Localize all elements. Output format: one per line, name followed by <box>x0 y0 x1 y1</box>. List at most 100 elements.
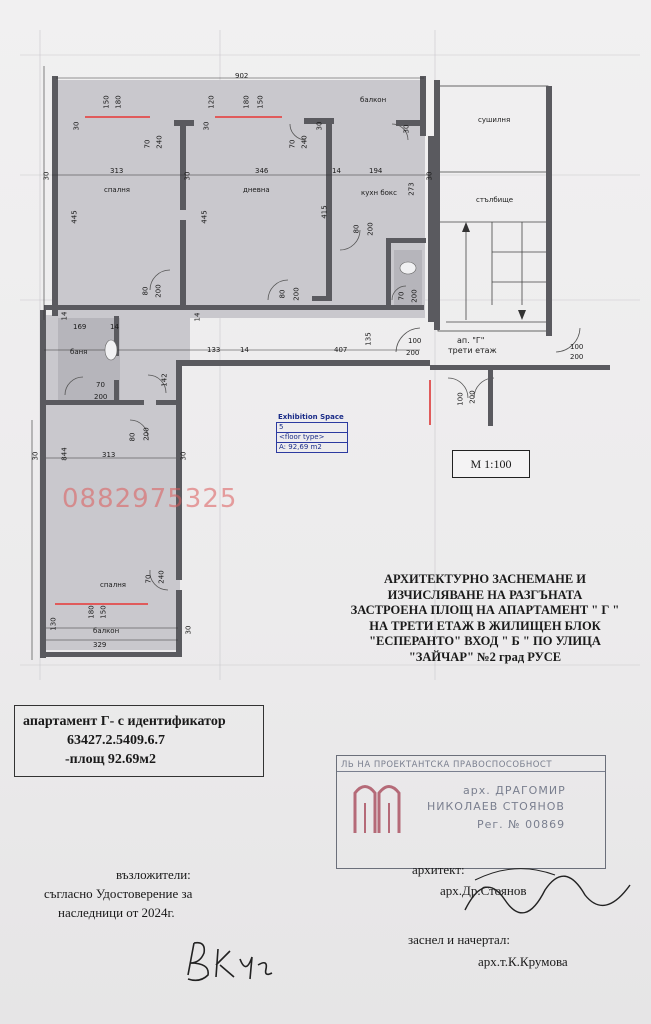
dim-label: 240 <box>155 135 164 149</box>
room-label-living: дневна <box>243 186 270 194</box>
dim-label: 200 <box>292 287 301 301</box>
dim-label: 30 <box>183 171 192 181</box>
dim-label: 150 <box>256 95 265 109</box>
dim-label: 142 <box>160 373 169 387</box>
dim-label: 14 <box>240 346 249 354</box>
room-label-balcony-bottom: балкон <box>93 627 120 635</box>
dim-label: 200 <box>406 349 420 357</box>
exhibition-title: Exhibition Space <box>278 413 344 421</box>
dim-label: 200 <box>468 390 477 404</box>
dim-label: 150 <box>99 605 108 619</box>
dim-top-total: 902 <box>235 72 249 80</box>
dimension-lines <box>31 66 430 660</box>
stairwell-walls <box>430 80 610 426</box>
apartment-label: ап. "Г" <box>457 336 485 345</box>
exhibition-number: 5 <box>276 422 348 433</box>
dim-label: 200 <box>410 289 419 303</box>
dim-label: 273 <box>407 182 416 196</box>
dim-label: 30 <box>202 121 211 131</box>
room-label-balcony-top: балкон <box>360 96 387 104</box>
dim-label: 14 <box>332 167 341 175</box>
identifier-area: -площ 92.69м2 <box>65 752 156 767</box>
dim-label: 70 <box>288 139 297 149</box>
chamber-logo-icon <box>353 785 401 833</box>
room-label-bedroom-2: спалня <box>100 581 126 589</box>
title-line: НА ТРЕТИ ЕТАЖ В ЖИЛИЩЕН БЛОК <box>369 618 601 633</box>
dim-label: 445 <box>200 210 209 224</box>
dim-label: 346 <box>255 167 269 175</box>
dim-label: 14 <box>193 312 202 322</box>
exhibition-area: A: 92,69 m2 <box>276 443 348 453</box>
title-block: АРХИТЕКТУРНО ЗАСНЕМАНЕ И ИЗЧИСЛЯВАНЕ НА … <box>330 572 640 665</box>
phone-watermark: 0882975325 <box>62 484 238 514</box>
dim-label: 180 <box>114 95 123 109</box>
clients-line-2: съгласно Удостоверение за <box>44 886 193 901</box>
dim-label: 180 <box>87 605 96 619</box>
dim-label: 80 <box>278 289 287 299</box>
dim-label: 70 <box>143 139 152 149</box>
stamp-name-1: арх. ДРАГОМИР <box>463 784 566 797</box>
room-label-storage: сушилня <box>478 116 511 124</box>
client-signature <box>187 941 273 982</box>
dim-label: 240 <box>300 135 309 149</box>
dim-label: 180 <box>242 95 251 109</box>
dim-label: 100 <box>456 392 465 406</box>
dim-label: 80 <box>128 432 137 442</box>
stamp-reg: Рег. № 00869 <box>477 818 566 831</box>
stamp-header: ЛЬ НА ПРОЕКТАНТСКА ПРАВОСПОСОБНОСТ <box>341 760 553 770</box>
dim-label: 30 <box>425 171 434 181</box>
dim-label: 100 <box>570 343 584 351</box>
clients-label: възложители: <box>116 867 191 882</box>
title-line: АРХИТЕКТУРНО ЗАСНЕМАНЕ И <box>383 572 587 586</box>
dim-label: 407 <box>334 346 348 354</box>
room-label-stairs: стълбище <box>476 196 514 204</box>
dim-label: 329 <box>93 641 107 649</box>
dim-label: 200 <box>94 393 108 401</box>
dim-label: 313 <box>102 451 116 459</box>
dim-label: 240 <box>157 570 166 584</box>
dim-label: 120 <box>207 95 216 109</box>
room-label-bedroom: спалня <box>104 186 130 194</box>
dim-label: 445 <box>70 210 79 224</box>
dim-label: 30 <box>184 625 193 635</box>
dim-label: 80 <box>352 224 361 234</box>
dim-label: 100 <box>408 337 422 345</box>
fixtures <box>104 261 417 361</box>
dim-label: 30 <box>402 124 411 134</box>
drafter-name: арх.т.К.Крумова <box>478 954 568 969</box>
drafter-label: заснел и начертал: <box>408 932 511 947</box>
dim-label: 200 <box>142 427 151 441</box>
dim-label: 313 <box>110 167 124 175</box>
title-line: "ЗАЙЧАР" №2 град РУСЕ <box>408 649 562 664</box>
dim-label: 70 <box>397 291 406 301</box>
dim-label: 150 <box>102 95 111 109</box>
exhibition-space-tag: Exhibition Space 5 <floor type> A: 92,69… <box>276 413 348 453</box>
dim-label: 200 <box>366 222 375 236</box>
dim-label: 30 <box>179 451 188 461</box>
walls <box>40 76 434 658</box>
dim-label: 844 <box>60 447 69 461</box>
dim-label: 135 <box>364 332 373 346</box>
identifier-box: апартамент Г- с идентификатор 63427.2.54… <box>14 705 264 777</box>
dim-label: 30 <box>31 451 40 461</box>
clients-line-3: наследници от 2024г. <box>58 905 175 920</box>
title-line: ЗАСТРОЕНА ПЛОЩ НА АПАРТАМЕНТ " Г " <box>350 603 620 617</box>
stamp-name-2: НИКОЛАЕВ СТОЯНОВ <box>427 800 565 813</box>
dim-label: 30 <box>42 171 51 181</box>
dim-label: 415 <box>320 205 329 219</box>
identifier-code: 63427.2.5409.6.7 <box>67 733 165 748</box>
dim-label: 70 <box>96 381 105 389</box>
architect-stamp: ЛЬ НА ПРОЕКТАНТСКА ПРАВОСПОСОБНОСТ арх. … <box>336 755 606 869</box>
title-line: ИЗЧИСЛЯВАНЕ НА РАЗГЪНАТА <box>387 587 583 602</box>
windows <box>55 116 431 605</box>
architect-label: архитект: <box>412 862 465 877</box>
dim-label: 130 <box>49 617 58 631</box>
architect-signature <box>464 868 631 914</box>
dim-label: 30 <box>72 121 81 131</box>
room-label-kitchen: кухн бокс <box>361 189 397 197</box>
dim-label: 14 <box>110 323 119 331</box>
exhibition-floor-type: <floor type> <box>276 433 348 443</box>
stairwell <box>437 85 549 332</box>
